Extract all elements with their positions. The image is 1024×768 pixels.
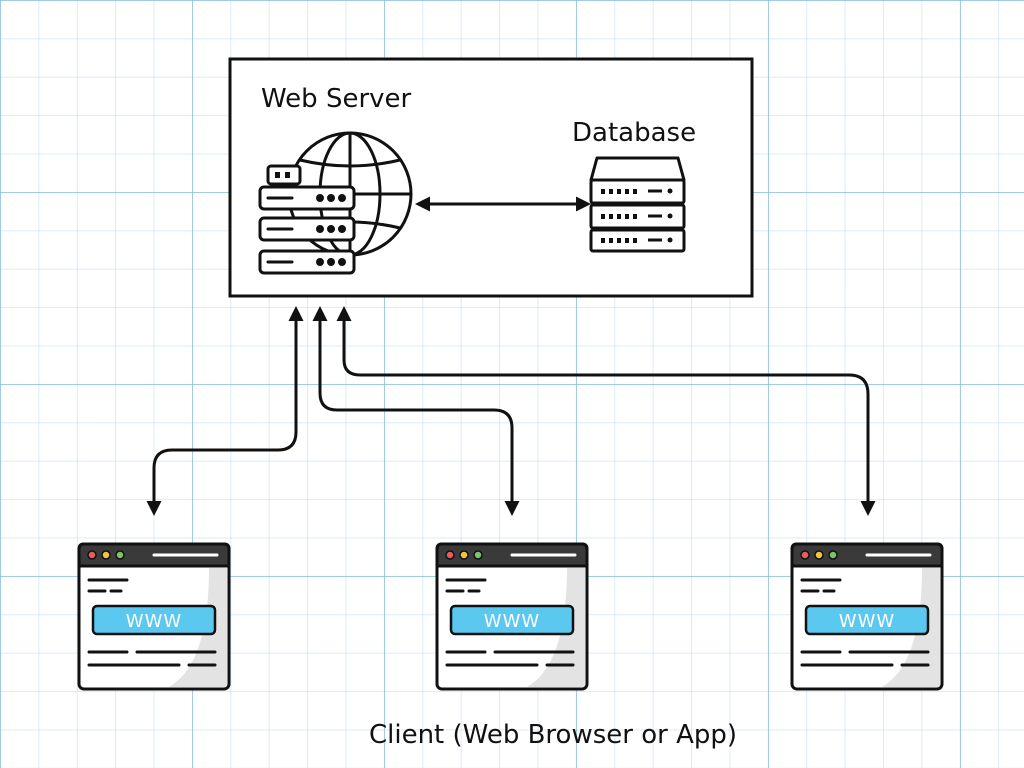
- client-1-connector: [146, 306, 304, 516]
- client-caption: Client (Web Browser or App): [369, 720, 737, 750]
- url-bar-label: WWW: [839, 611, 895, 632]
- client-browser-1: WWW: [77, 542, 231, 691]
- database-label: Database: [572, 118, 696, 148]
- browser-window-icon: WWW: [77, 542, 231, 691]
- database-server-icon: [589, 156, 686, 253]
- client-browser-2: WWW: [435, 542, 589, 691]
- browser-window-icon: WWW: [435, 542, 589, 691]
- url-bar-label: WWW: [126, 611, 182, 632]
- client-browser-3: WWW: [790, 542, 944, 691]
- server-rack-globe-icon: [258, 131, 413, 275]
- web-server-label: Web Server: [261, 84, 412, 114]
- browser-window-icon: WWW: [790, 542, 944, 691]
- client-3-connector: [336, 306, 876, 516]
- url-bar-label: WWW: [484, 611, 540, 632]
- client-2-connector: [312, 306, 520, 516]
